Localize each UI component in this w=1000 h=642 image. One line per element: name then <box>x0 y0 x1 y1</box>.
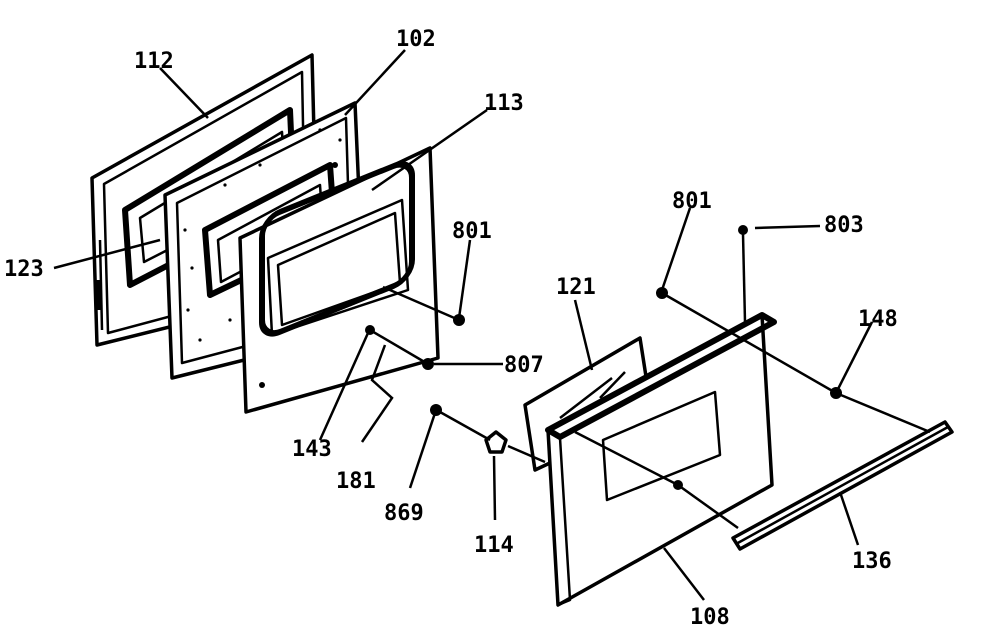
callout-801-right: 801 <box>672 189 712 214</box>
callout-181: 181 <box>336 469 376 494</box>
callout-114: 114 <box>474 533 514 558</box>
callout-113: 113 <box>484 91 524 116</box>
callout-869: 869 <box>384 501 424 526</box>
callout-labels: 112 102 113 123 801 807 143 181 121 801 … <box>4 27 898 630</box>
screw-803 <box>738 225 748 235</box>
callout-123: 123 <box>4 257 44 282</box>
leader-lines <box>53 49 931 601</box>
callout-121: 121 <box>556 275 596 300</box>
callout-108: 108 <box>690 605 730 630</box>
part-handle-bar <box>731 420 954 551</box>
callout-143: 143 <box>292 437 332 462</box>
part-outer-door <box>545 312 777 607</box>
callout-112: 112 <box>134 49 174 74</box>
callout-807: 807 <box>504 353 544 378</box>
spacer-114 <box>484 430 508 454</box>
callout-801-upper: 801 <box>452 219 492 244</box>
callout-148: 148 <box>858 307 898 332</box>
callout-803: 803 <box>824 213 864 238</box>
callout-136: 136 <box>852 549 892 574</box>
part-window-frame <box>238 146 440 414</box>
callout-102: 102 <box>396 27 436 52</box>
